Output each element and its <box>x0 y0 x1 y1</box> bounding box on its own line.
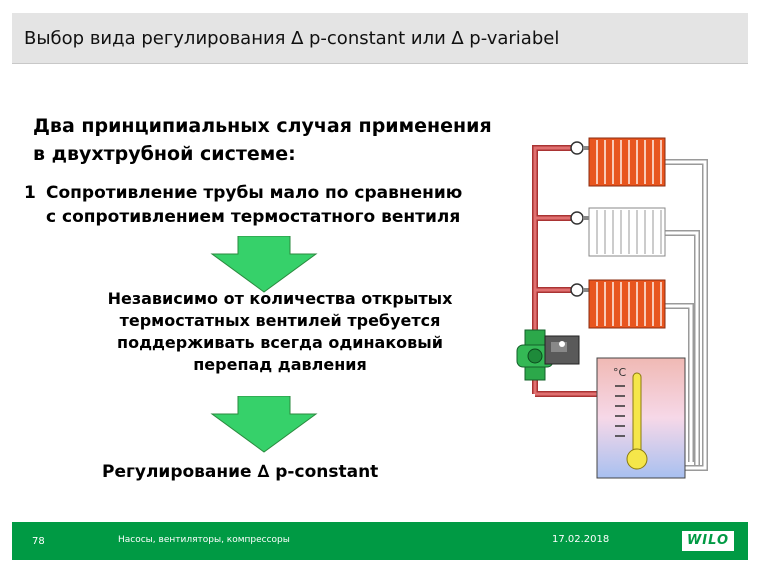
point-line-2: с сопротивлением термостатного вентиля <box>46 207 461 227</box>
description-line: термостатных вентилей требуется <box>119 311 441 330</box>
down-arrow-icon <box>210 396 318 453</box>
point-line-1: Сопротивление трубы мало по сравнению <box>46 183 463 203</box>
thermometer-icon <box>615 372 648 470</box>
point-number: 1 <box>24 183 36 203</box>
down-arrow-icon <box>210 236 318 293</box>
thermostatic-valve-icon <box>570 211 584 225</box>
result-text: Регулирование ∆ p-constant <box>102 462 379 482</box>
case-point: 1 Сопротивление трубы мало по сравнению с… <box>24 181 462 229</box>
description-line: Независимо от количества открытых <box>107 289 453 308</box>
heading-line-2: в двухтрубной системе: <box>33 143 296 165</box>
description-line: перепад давления <box>193 355 367 374</box>
temperature-unit-label: °C <box>613 366 627 379</box>
radiator-hot-icon <box>588 137 666 187</box>
slide-header: Выбор вида регулирования ∆ p-constant ил… <box>12 13 748 64</box>
slide-footer: 78 Насосы, вентиляторы, компрессоры 17.0… <box>12 522 748 560</box>
thermostatic-valve-icon <box>570 141 584 155</box>
footer-date: 17.02.2018 <box>552 534 610 545</box>
pump-icon <box>516 329 580 381</box>
section-heading: Два принципиальных случая применения в д… <box>33 112 492 168</box>
slide-title: Выбор вида регулирования ∆ p-constant ил… <box>24 28 560 49</box>
wilo-logo: WILO <box>682 531 734 551</box>
page-number: 78 <box>32 536 45 547</box>
heating-system-diagram: °C <box>516 137 708 479</box>
radiator-cold-icon <box>588 207 666 257</box>
description-line: поддерживать всегда одинаковый <box>117 333 443 352</box>
heading-line-1: Два принципиальных случая применения <box>33 115 492 137</box>
footer-topic: Насосы, вентиляторы, компрессоры <box>118 535 290 545</box>
radiator-hot-icon <box>588 279 666 329</box>
thermostatic-valve-icon <box>570 283 584 297</box>
description-text: Независимо от количества открытых термос… <box>60 288 500 376</box>
